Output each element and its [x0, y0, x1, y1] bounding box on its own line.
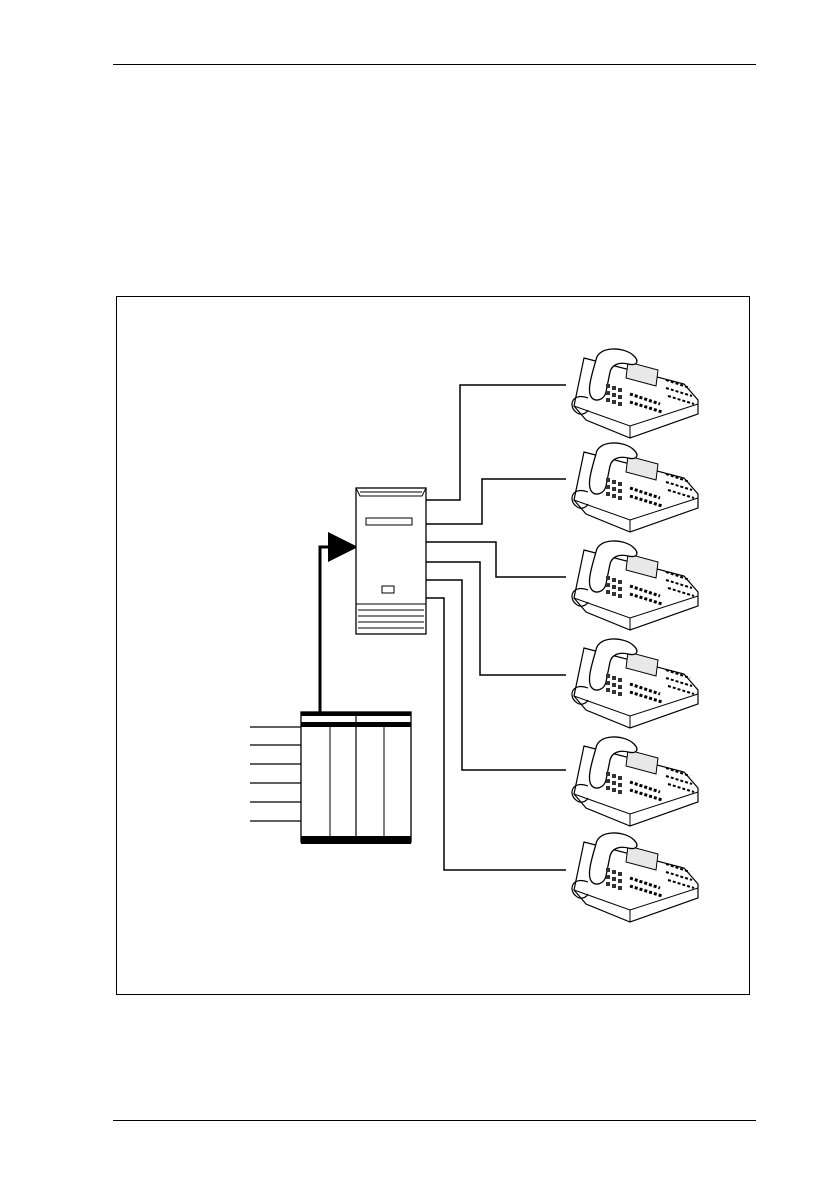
link-phone-4: [426, 562, 566, 675]
telephone-1: [572, 349, 698, 438]
link-phone-6: [426, 598, 566, 870]
pbx-cabinet: [301, 712, 411, 844]
pbx-to-ksu-link: [320, 547, 352, 712]
footer-rule: [113, 1120, 756, 1121]
link-phone-1: [426, 385, 566, 500]
telephone-4: [572, 639, 698, 728]
telephone-6: [572, 833, 698, 922]
key-system-unit: [356, 488, 426, 634]
ksu-phone-links: [426, 385, 566, 870]
link-phone-3: [426, 542, 566, 577]
telephone-3: [572, 541, 698, 630]
telephone-2: [572, 443, 698, 532]
link-phone-2: [426, 479, 566, 524]
telephone-5: [572, 737, 698, 826]
trunk-lines: [250, 727, 301, 821]
